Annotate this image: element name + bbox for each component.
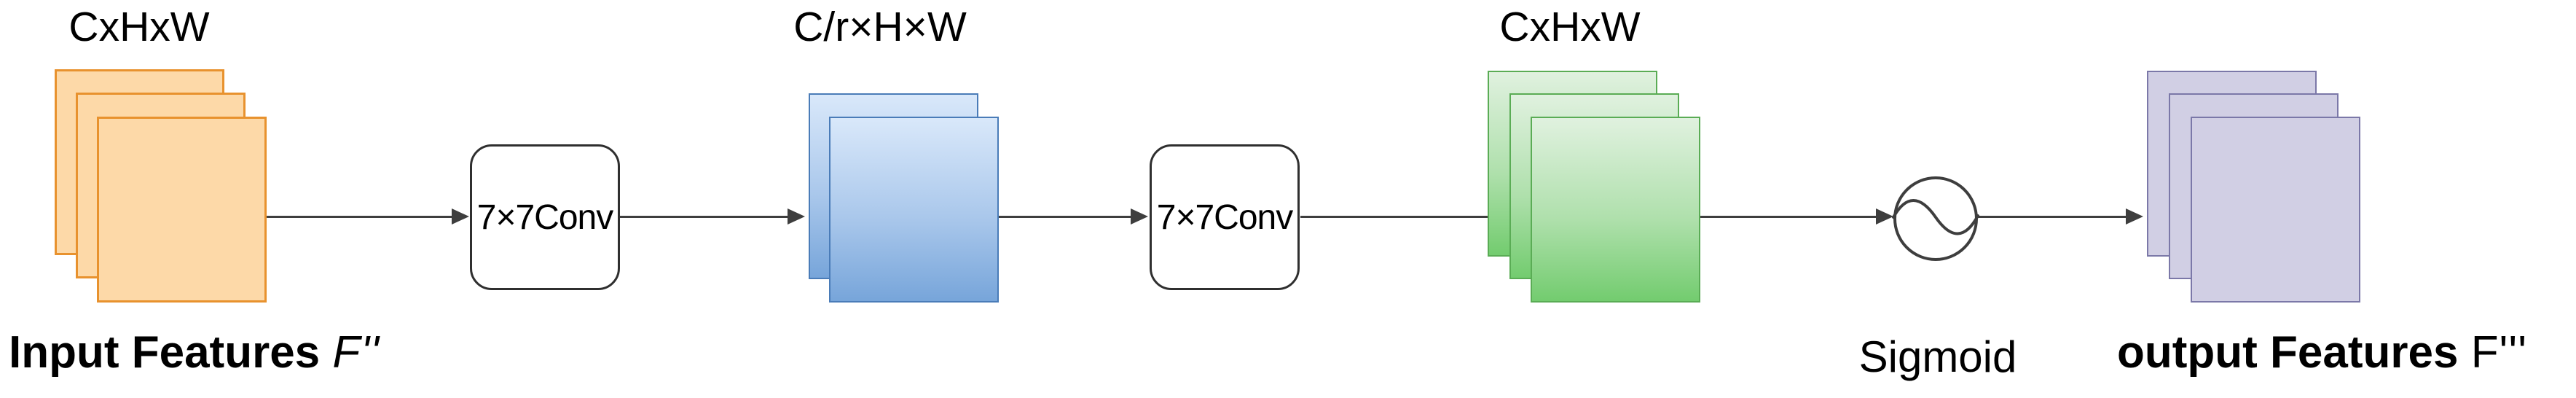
arrowhead-into-conv1	[452, 208, 469, 225]
flow-line-conv1-to-mid	[620, 216, 789, 218]
feature-map-sheet	[97, 117, 267, 303]
feature-map-sheet	[1531, 117, 1700, 303]
input-dim-label: CxHxW	[68, 4, 210, 50]
mid-dim-label: C/r×H×W	[793, 4, 967, 50]
flow-line-conv2-to-gate	[1300, 216, 1491, 218]
arrowhead-into-conv2	[1131, 208, 1148, 225]
input-caption-symbol: F''	[332, 327, 380, 378]
output-caption-symbol: F'''	[2470, 327, 2528, 378]
input-features-caption: Input Features F''	[9, 327, 380, 378]
gate-dim-label: CxHxW	[1499, 4, 1641, 50]
output-features-caption: output Features F'''	[2117, 327, 2528, 378]
output-caption-text: output Features	[2117, 327, 2459, 378]
flow-line-sigmoid-to-output	[1978, 216, 2126, 218]
conv2-box: 7×7Conv	[1150, 144, 1300, 290]
input-caption-text: Input Features	[9, 327, 321, 378]
sigmoid-icon	[1892, 176, 1979, 261]
conv1-label: 7×7Conv	[476, 198, 613, 237]
flow-line-gate-to-sigmoid	[1700, 216, 1877, 218]
feature-map-sheet	[2191, 117, 2360, 303]
flow-line-input-to-conv1	[267, 216, 453, 218]
feature-map-sheet	[829, 117, 999, 303]
sigmoid-label: Sigmoid	[1858, 332, 2017, 381]
conv2-label: 7×7Conv	[1156, 198, 1293, 237]
arrowhead-into-output-stack	[2126, 208, 2143, 225]
arrowhead-into-mid-stack	[788, 208, 805, 225]
flow-line-mid-to-conv2	[999, 216, 1132, 218]
arrowhead-into-sigmoid	[1876, 208, 1893, 225]
conv1-box: 7×7Conv	[470, 144, 620, 290]
